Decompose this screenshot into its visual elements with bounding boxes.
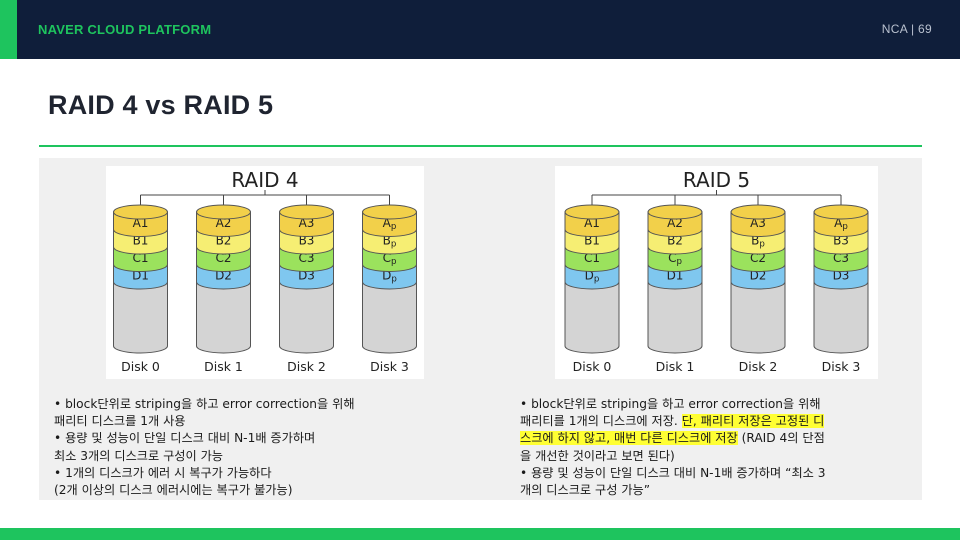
disk-body	[813, 281, 869, 354]
disk-top	[279, 204, 334, 220]
block-label: B1	[584, 234, 600, 248]
header-accent	[0, 0, 17, 59]
raid5-highlight: 스크에 하지 않고, 매번 다른 디스크에 저장	[520, 431, 738, 446]
disk-body	[564, 281, 620, 354]
block-label: C1	[132, 251, 148, 265]
disk-body	[362, 281, 417, 354]
block-label: A2	[216, 216, 232, 230]
block-label: C3	[833, 251, 849, 265]
disk-top	[196, 204, 251, 220]
footer-bar	[0, 528, 960, 540]
disk-body	[113, 281, 168, 354]
raid4-notes: • block단위로 striping을 하고 error correction…	[54, 396, 355, 499]
block-label: A3	[750, 216, 766, 230]
header-bar: NAVER CLOUD PLATFORM NCA | 69	[0, 0, 960, 59]
raid5-note-text: 패리티를 1개의 디스크에 저장.	[520, 414, 682, 429]
raid4-note-line: • block단위로 striping을 하고 error correction…	[54, 397, 355, 411]
disk-label: Disk 2	[739, 359, 778, 374]
block-label: A1	[584, 216, 600, 230]
title-divider	[39, 145, 922, 147]
block-label: B2	[216, 234, 232, 248]
raid5-note-line: 을 개선한 것이라고 보면 된다)	[520, 448, 675, 463]
disk-label: Disk 0	[121, 359, 160, 374]
diagram-title: RAID 5	[683, 168, 750, 192]
disk-label: Disk 0	[573, 359, 612, 374]
raid5-note-line: 스크에 하지 않고, 매번 다른 디스크에 저장 (RAID 4의 단점	[520, 430, 826, 447]
block-label: D1	[132, 269, 149, 283]
disk-top	[647, 204, 703, 220]
block-label: D3	[833, 269, 850, 283]
diagram-title: RAID 4	[231, 168, 298, 192]
block-label: D1	[667, 269, 684, 283]
block-label: B3	[833, 234, 849, 248]
raid5-highlight: 단, 패리티 저장은 고정된 디	[681, 414, 825, 429]
block-label: A3	[299, 216, 315, 230]
disk-body	[196, 281, 251, 354]
disk-body	[730, 281, 786, 354]
block-label: C1	[584, 251, 600, 265]
block-label: C3	[298, 251, 314, 265]
block-label: C2	[750, 251, 766, 265]
raid5-note-text: (RAID 4의 단점	[737, 431, 825, 446]
raid4-note-line: (2개 이상의 디스크 에러시에는 복구가 불가능)	[54, 483, 293, 498]
raid5-note-line: • block단위로 striping을 하고 error correction…	[520, 397, 821, 411]
block-label: D2	[215, 269, 232, 283]
slide-title: RAID 4 vs RAID 5	[48, 90, 274, 120]
disk-label: Disk 3	[822, 359, 861, 374]
raid5-note-line: 개의 디스크로 구성 가능”	[520, 483, 651, 498]
raid5-note-line: 패리티를 1개의 디스크에 저장. 단, 패리티 저장은 고정된 디	[520, 413, 826, 430]
block-label: B2	[667, 234, 683, 248]
raid4-note-line: 최소 3개의 디스크로 구성이 가능	[54, 448, 224, 463]
block-label: C2	[215, 251, 231, 265]
disk-label: Disk 1	[656, 359, 695, 374]
block-label: A2	[667, 216, 683, 230]
raid5-notes: • block단위로 striping을 하고 error correction…	[520, 396, 826, 499]
disk-top	[113, 204, 168, 220]
raid4-note-line: • 용량 및 성능이 단일 디스크 대비 N-1배 증가하며	[54, 431, 316, 446]
disk-top	[730, 204, 786, 220]
disk-label: Disk 2	[287, 359, 326, 374]
raid4-note-line: • 1개의 디스크가 에러 시 복구가 가능하다	[54, 465, 272, 480]
block-label: B3	[299, 234, 315, 248]
disk-top	[564, 204, 620, 220]
disk-top	[362, 204, 417, 220]
brand-label: NAVER CLOUD PLATFORM	[38, 22, 212, 37]
disk-body	[647, 281, 703, 354]
block-label: D2	[750, 269, 767, 283]
block-label: D3	[298, 269, 315, 283]
page-number: NCA | 69	[881, 22, 932, 36]
raid4-note-line: 패리티 디스크를 1개 사용	[54, 414, 186, 429]
disk-label: Disk 3	[370, 359, 409, 374]
disk-label: Disk 1	[204, 359, 243, 374]
disk-body	[279, 281, 334, 354]
raid5-note-line: • 용량 및 성능이 단일 디스크 대비 N-1배 증가하며 “최소 3	[520, 465, 826, 480]
block-label: B1	[133, 234, 149, 248]
block-label: A1	[133, 216, 149, 230]
disk-top	[813, 204, 869, 220]
